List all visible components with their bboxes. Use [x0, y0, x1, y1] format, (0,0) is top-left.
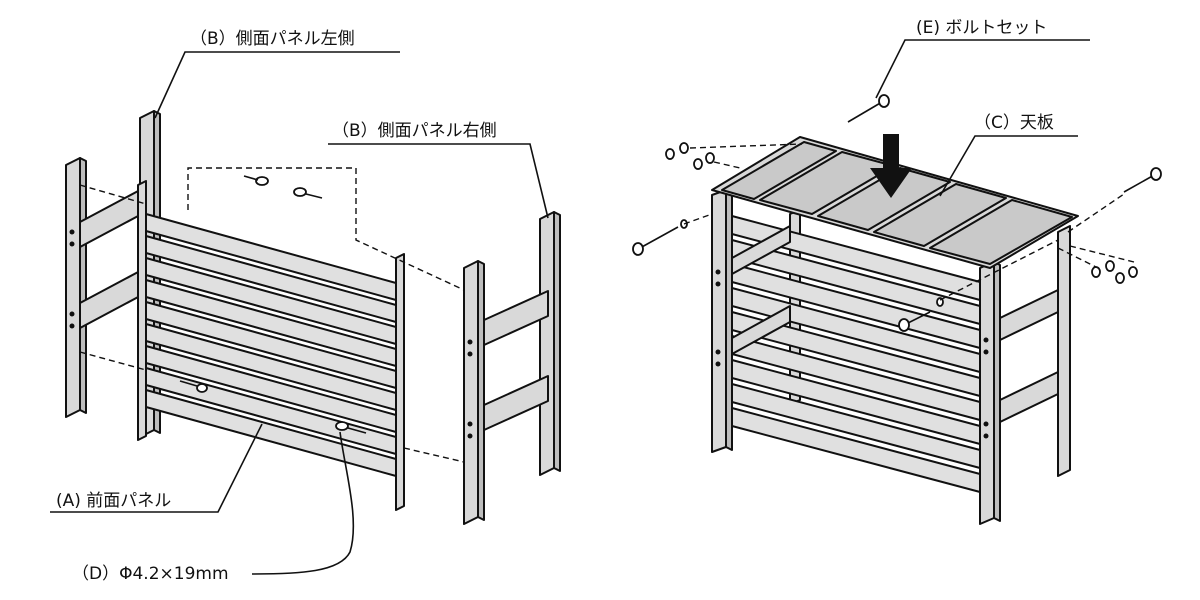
bolt-icon — [632, 219, 688, 256]
front-panel — [137, 180, 405, 511]
left-figure: （B）側面パネル左側 （B）側面パネル右側 (A) 前面パネル （D）Φ4.2×… — [50, 29, 561, 584]
screw-icon — [335, 421, 367, 434]
rear-post-right — [1057, 225, 1071, 477]
down-arrow-icon — [870, 134, 912, 198]
label-side-panel-left: （B）側面パネル左側 — [190, 29, 355, 49]
nut-icon — [1091, 260, 1138, 284]
label-front-panel: (A) 前面パネル — [56, 491, 171, 511]
top-board — [711, 136, 1079, 269]
side-panel-right — [463, 211, 561, 525]
label-side-panel-right: （B）側面パネル右側 — [332, 121, 497, 141]
bolt-icon — [898, 297, 944, 332]
label-bolt-set: (E) ボルトセット — [916, 18, 1047, 38]
screw-icon — [243, 175, 269, 186]
bolt-icon — [847, 94, 890, 123]
right-figure: (E) ボルトセット （C）天板 — [632, 18, 1162, 525]
assembled-front-panel — [711, 189, 1001, 525]
bolt-icon — [1123, 167, 1162, 193]
label-screw: （D）Φ4.2×19mm — [72, 564, 229, 584]
label-top-board: （C）天板 — [974, 113, 1054, 133]
screw-icon — [293, 187, 323, 199]
nut-icon — [665, 142, 715, 170]
screw-icon — [179, 380, 208, 393]
